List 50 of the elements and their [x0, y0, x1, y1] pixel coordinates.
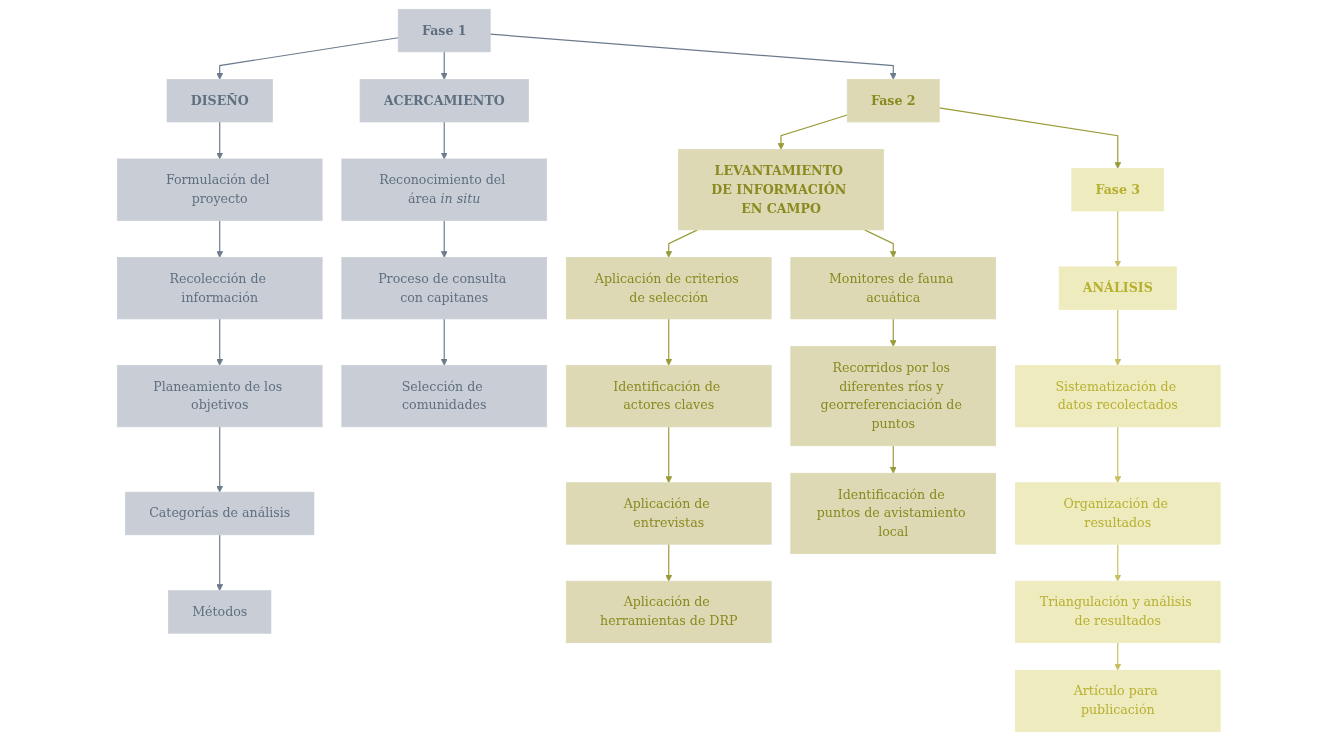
- node-box: Identificación de actores claves: [565, 364, 772, 428]
- node-box: ANÁLISIS: [1058, 266, 1177, 310]
- arrow: [216, 121, 223, 160]
- arrow: [216, 318, 223, 366]
- node-box: Aplicación de criterios de selección: [565, 257, 772, 320]
- arrow: [889, 318, 897, 347]
- node-box: ACERCAMIENTO: [359, 79, 529, 123]
- node-box: LEVANTAMIENTO DE INFORMACIÓN EN CAMPO: [677, 149, 884, 231]
- arrow: [216, 37, 399, 80]
- arrow: [1114, 308, 1121, 366]
- node-box: Proceso de consulta con capitanes: [341, 257, 547, 320]
- node-box: Fase 1: [397, 8, 491, 53]
- node-box: Fase 3: [1071, 168, 1164, 212]
- node-box: Reconocimiento del área in situ: [341, 158, 547, 221]
- arrow: [889, 445, 897, 474]
- arrow: [1114, 543, 1121, 582]
- arrow: [440, 318, 448, 366]
- arrow: [440, 219, 448, 258]
- node-box: Recolección de información: [116, 257, 323, 320]
- arrow: [665, 318, 672, 366]
- arrow: [665, 543, 672, 582]
- arrow: [216, 534, 223, 591]
- node-box: Selección de comunidades: [341, 364, 547, 428]
- arrow: [1114, 426, 1121, 484]
- node-box: Identificación de puntos de avistamiento local: [790, 472, 996, 555]
- arrow: [440, 121, 448, 160]
- arrow: [489, 33, 897, 80]
- node-box: Organización de resultados: [1014, 482, 1221, 545]
- node-box: Métodos: [167, 590, 272, 634]
- arrow: [216, 426, 223, 493]
- arrow: [1114, 642, 1121, 671]
- arrow: [1114, 210, 1121, 268]
- node-box: Triangulación y análisis de resultados: [1014, 580, 1221, 644]
- node-box: Categorías de análisis: [124, 491, 315, 536]
- node-box: Recorridos por los diferentes ríos y georreferenciación de puntos: [790, 346, 996, 447]
- node-box: Aplicación de herramientas de DRP: [565, 580, 772, 644]
- arrow: [938, 107, 1121, 169]
- node-box: Sistematización de datos recolectados: [1014, 364, 1221, 428]
- node-box: Planeamiento de los objetivos: [116, 364, 323, 428]
- arrow: [777, 114, 848, 150]
- arrow: [216, 219, 223, 258]
- arrow: [665, 229, 698, 258]
- node-box: Formulación del proyecto: [116, 158, 323, 221]
- node-box: Monitores de fauna acuática: [790, 257, 996, 320]
- arrow: [440, 51, 448, 80]
- node-box: DISEÑO: [166, 79, 273, 123]
- node-box: Fase 2: [846, 79, 940, 123]
- arrow: [665, 426, 672, 484]
- node-box: Artículo para publicación: [1014, 669, 1221, 733]
- node-box: Aplicación de entrevistas: [565, 482, 772, 545]
